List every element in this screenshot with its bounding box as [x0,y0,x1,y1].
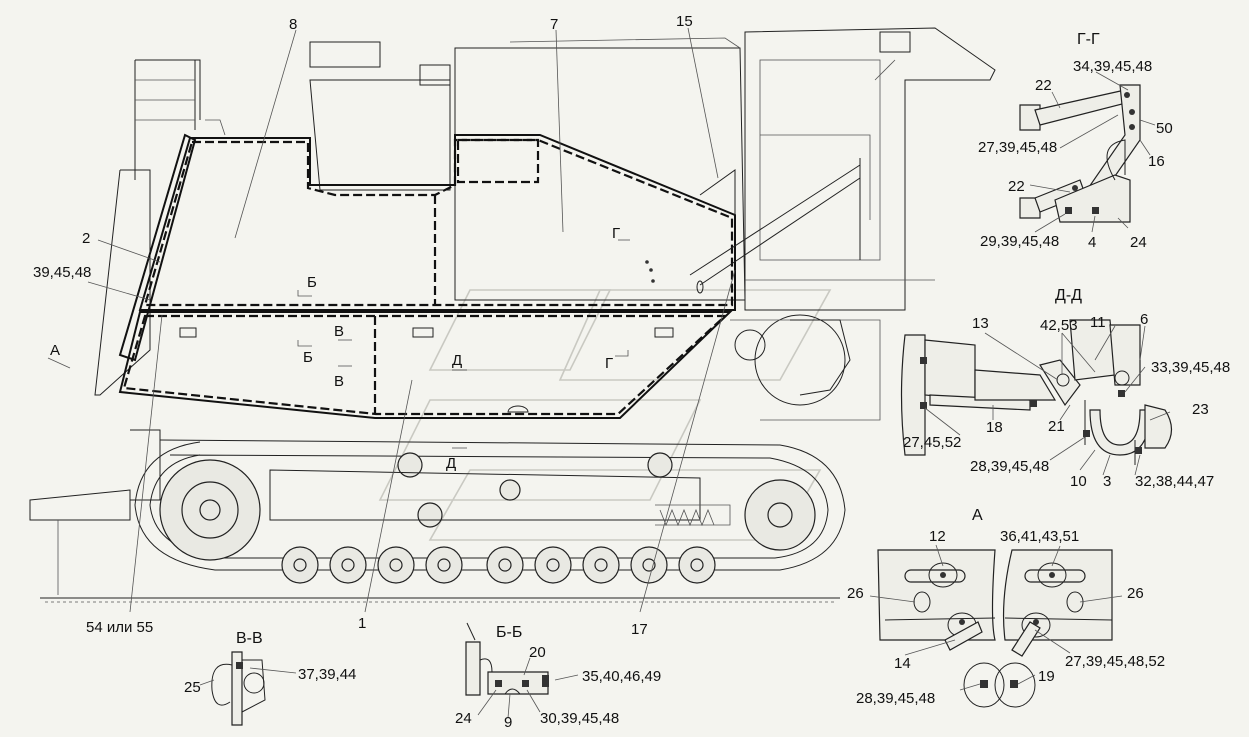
dd-label-9: 21 [1048,418,1065,435]
dd-label-8: 18 [986,419,1003,436]
section-vv: В-В 25 37,39,44 [184,630,356,726]
dd-label-1: 13 [972,315,989,332]
dd-label-10: 28,39,45,48 [970,458,1049,475]
b-label-2: 35,40,46,49 [582,668,661,685]
a-label-4: 26 [1127,585,1144,602]
dd-label-3: 11 [1090,314,1106,331]
gg-label-6: 22 [1008,178,1025,195]
label-section-b-1: Б [307,274,317,291]
view-a-title: А [972,507,983,524]
view-a: А 12 36,41,43,51 26 26 14 27,39,45,48,52… [847,507,1165,708]
a-label-7: 19 [1038,668,1055,685]
label-section-g-2: Г [605,355,613,372]
section-bb-title: Б-Б [496,624,522,641]
label-view-a: А [50,342,60,359]
gg-label-5: 16 [1148,153,1165,170]
section-bb: Б-Б 20 35,40,46,49 24 9 30,39,45,48 [455,622,661,731]
combine-body [94,27,996,421]
label-54-or-55: 54 или 55 [86,619,153,636]
section-dd: Д-Д 13 42,53 11 6 33,39,45,48 23 27,45,5… [900,287,1230,490]
dd-label-7: 27,45,52 [903,434,961,451]
dd-label-4: 6 [1140,311,1148,328]
gg-label-3: 50 [1156,120,1173,137]
label-section-d-1: Д [452,352,462,369]
dd-label-5: 33,39,45,48 [1151,359,1230,376]
a-label-1: 12 [929,528,946,545]
dd-label-11: 10 [1070,473,1087,490]
label-8: 8 [289,16,297,33]
gg-label-9: 24 [1130,234,1147,251]
label-section-v-1: В [334,323,344,340]
b-label-4: 9 [504,714,512,731]
b-label-3: 24 [455,710,472,727]
label-section-g-1: Г [612,225,620,242]
gg-label-8: 4 [1088,234,1096,251]
gg-label-1: 34,39,45,48 [1073,58,1152,75]
a-label-2: 36,41,43,51 [1000,528,1079,545]
track-undercarriage [29,429,846,595]
label-1: 1 [358,615,366,632]
gg-label-2: 22 [1035,77,1052,94]
dd-label-6: 23 [1192,401,1209,418]
section-dd-title: Д-Д [1055,287,1082,304]
section-vv-title: В-В [236,630,263,647]
section-gg-title: Г-Г [1077,31,1100,48]
v-label-2: 37,39,44 [298,666,356,683]
leader-lines [47,27,736,613]
a-label-3: 26 [847,585,864,602]
label-section-b-2: Б [303,349,313,366]
road-wheels [281,546,716,584]
ground-line [40,597,840,603]
label-15: 15 [676,13,693,30]
a-label-5: 14 [894,655,911,672]
v-label-1: 25 [184,679,201,696]
dd-label-12: 3 [1103,473,1111,490]
dd-label-13: 32,38,44,47 [1135,473,1214,490]
section-gg: Г-Г 34,39,45,48 22 50 27,39,45,48 16 22 … [978,31,1173,251]
dd-label-2: 42,53 [1040,317,1078,334]
label-2: 2 [82,230,90,247]
main-labels: 8 7 15 2 39,45,48 А Б Б В В Д Д Г Г 1 17… [33,13,693,638]
gg-label-7: 29,39,45,48 [980,233,1059,250]
label-section-d-2: Д [446,455,456,472]
label-section-v-2: В [334,373,344,390]
label-17: 17 [631,621,648,638]
label-7: 7 [550,16,558,33]
a-label-6: 27,39,45,48,52 [1065,653,1165,670]
gg-label-4: 27,39,45,48 [978,139,1057,156]
b-label-1: 20 [529,644,546,661]
label-39-45-48: 39,45,48 [33,264,91,281]
a-label-8: 28,39,45,48 [856,690,935,707]
b-label-5: 30,39,45,48 [540,710,619,727]
